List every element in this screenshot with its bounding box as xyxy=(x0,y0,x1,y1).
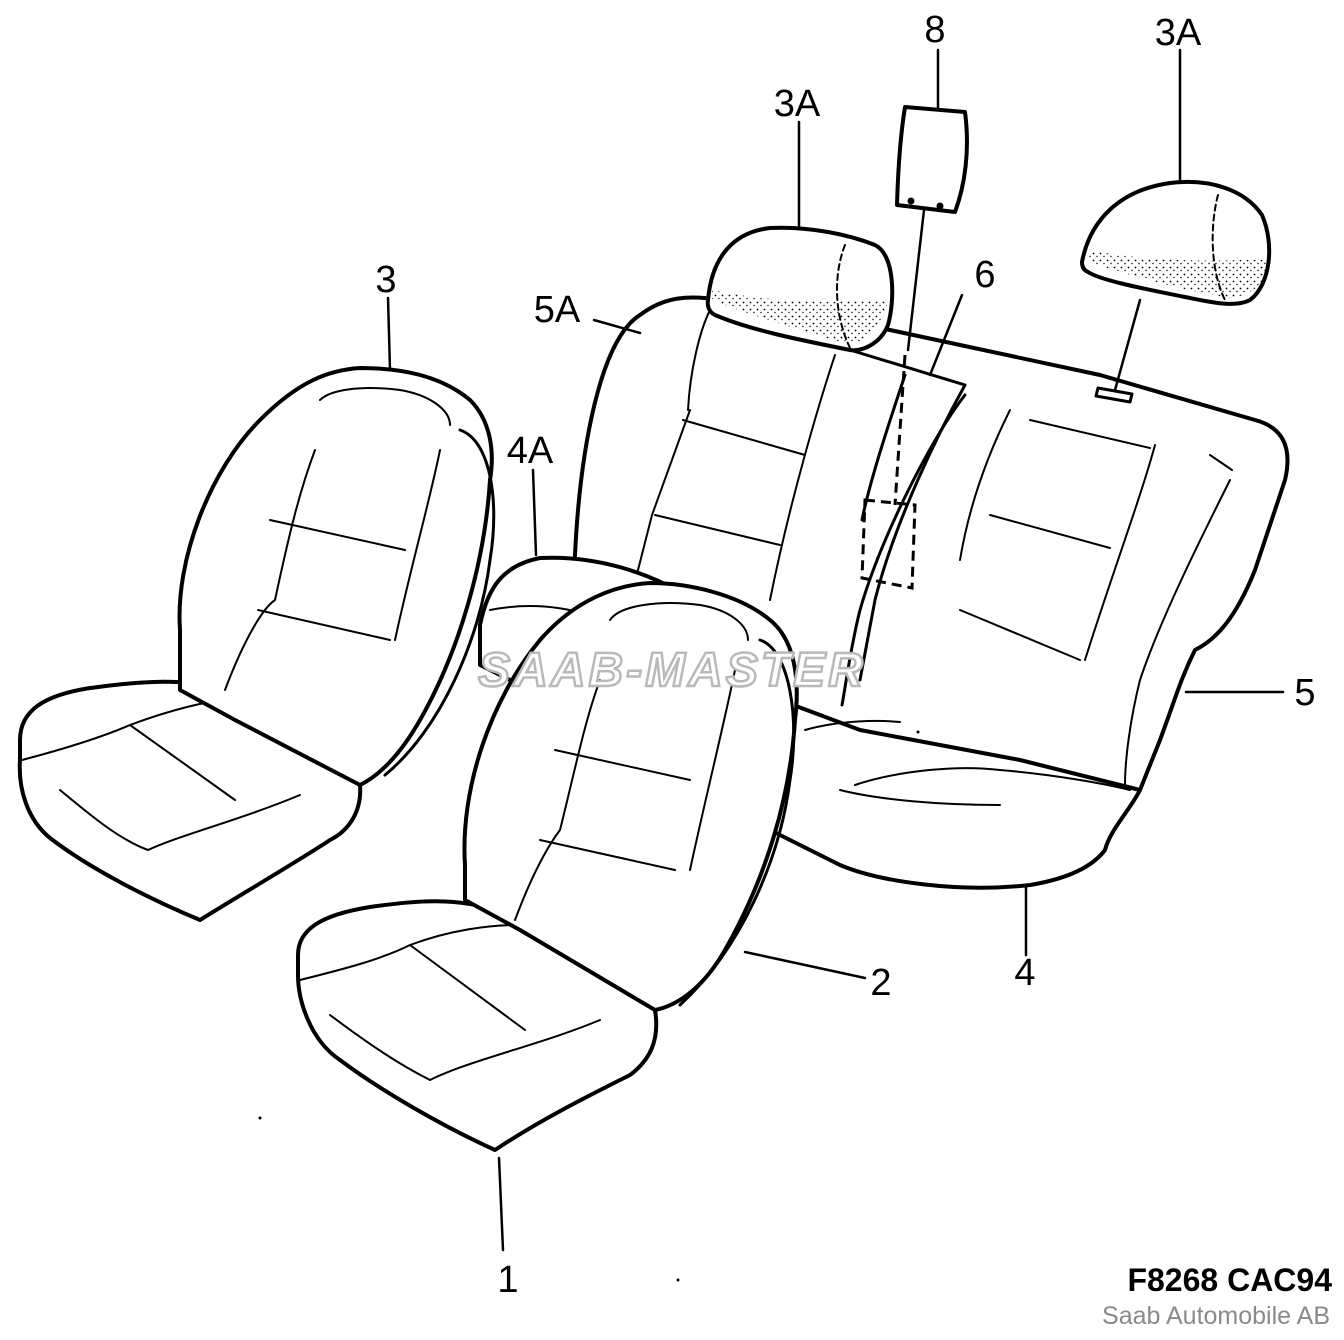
front-left-cushion-seams xyxy=(21,699,301,851)
speck xyxy=(676,1278,680,1282)
callout-5a: 5A xyxy=(534,289,581,331)
copyright-notice: Saab Automobile AB xyxy=(1102,1302,1330,1330)
callout-4a: 4A xyxy=(507,430,554,472)
watermark-text: SAAB-MASTER xyxy=(478,644,866,697)
callout-2: 2 xyxy=(870,962,891,1004)
rear-cushion-seams xyxy=(489,605,1131,806)
headrest-right-rear-slot xyxy=(1094,386,1134,404)
headrest-right-rear-seam xyxy=(1211,194,1226,301)
front-right-backrest-seams xyxy=(514,602,749,921)
callout-3a-left: 3A xyxy=(774,83,821,125)
rear-right-padding xyxy=(959,409,1233,786)
callout-1: 1 xyxy=(497,1259,518,1301)
front-right-cushion-seams xyxy=(299,924,601,1081)
leader-5a xyxy=(592,318,642,335)
front-right-bolster xyxy=(678,638,796,1007)
callout-4: 4 xyxy=(1014,952,1035,994)
part-8-panel xyxy=(860,105,969,590)
figure-code: F8268 CAC94 xyxy=(1127,1262,1332,1298)
front-right-cushion xyxy=(296,899,659,1152)
leader-8-lower xyxy=(906,208,926,352)
panel-8-dashed-guide xyxy=(860,354,917,590)
front-right-seat xyxy=(296,581,799,1152)
callout-8: 8 xyxy=(924,9,945,51)
front-left-backrest-seams xyxy=(224,387,451,691)
front-left-backrest xyxy=(177,366,494,787)
leader-6 xyxy=(928,293,964,377)
callout-3: 3 xyxy=(375,259,396,301)
callout-6: 6 xyxy=(974,254,995,296)
leader-4a xyxy=(531,468,538,557)
panel-8-hole-left xyxy=(907,197,915,205)
leader-1 xyxy=(497,1156,505,1252)
callout-3a-right: 3A xyxy=(1155,12,1202,54)
headrest-left-rear-shading xyxy=(712,290,888,345)
callouts: 1 2 3 3A 3A 4 4A 5 5A 6 8 xyxy=(375,9,1315,1301)
callout-5: 5 xyxy=(1294,672,1315,714)
speck xyxy=(258,1116,262,1120)
leader-lines xyxy=(386,48,1285,1252)
leader-3a-right-lower xyxy=(1113,298,1142,392)
speck xyxy=(916,730,920,734)
leader-2 xyxy=(743,950,867,980)
front-left-seat xyxy=(17,366,496,922)
front-left-bolster xyxy=(383,428,496,777)
panel-8-body xyxy=(895,105,969,214)
rear-left-padding xyxy=(637,309,836,601)
headrest-left-rear xyxy=(705,225,895,353)
headrest-right-rear-shading xyxy=(1088,250,1270,298)
headrest-right-rear xyxy=(1080,179,1272,404)
headrest-left-rear-seam xyxy=(836,244,851,349)
leader-3 xyxy=(386,296,392,372)
panel-8-hole-right xyxy=(936,202,944,210)
